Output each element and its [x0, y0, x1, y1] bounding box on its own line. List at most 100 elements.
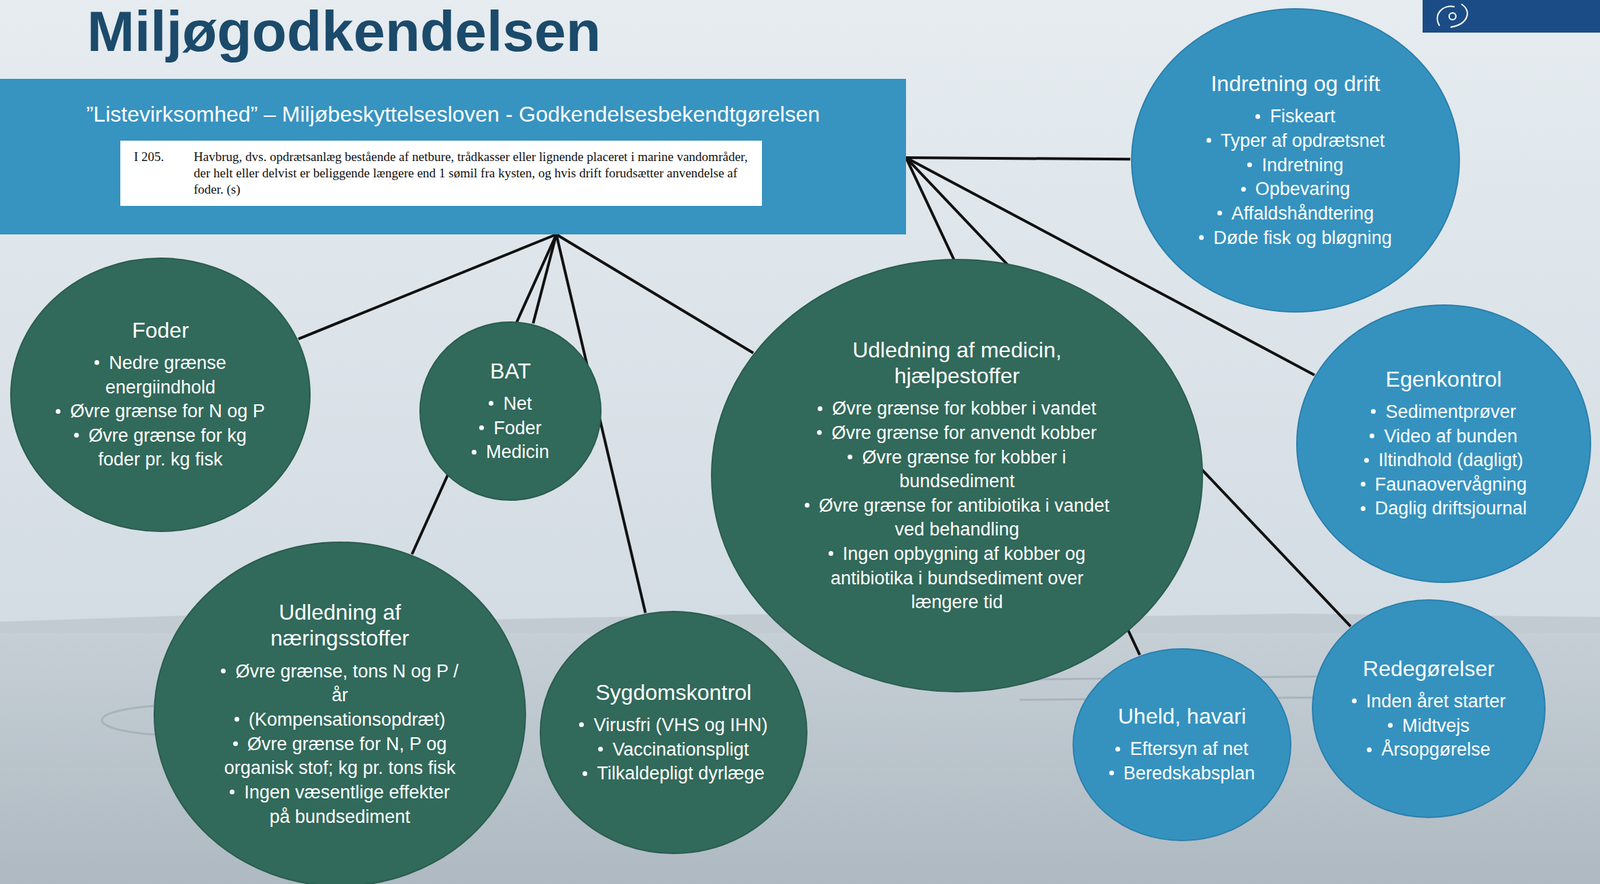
logo-swirl — [1449, 12, 1456, 20]
topic-circle: BATNetFoderMedicin — [418, 320, 603, 502]
bullet-text: Virusfri (VHS og IHN) — [593, 715, 768, 736]
bullet-text: Midtvejs — [1402, 715, 1470, 737]
bullet-item: Medicin — [464, 440, 557, 465]
circle-heading: Foder — [55, 317, 267, 344]
bullet-dot — [579, 722, 584, 728]
bullet-text: Øvre grænse for anvendt kobber — [831, 422, 1097, 444]
connector — [556, 234, 754, 354]
bullet-dot — [1206, 137, 1212, 143]
bullet-dot — [1360, 506, 1366, 512]
bullet-dot — [804, 502, 810, 508]
bullet-text: Daglig driftsjournal — [1375, 498, 1528, 519]
bullet-dot — [74, 432, 79, 438]
circle-outline — [10, 258, 310, 532]
bullet-dot — [828, 551, 834, 556]
bullet-text: Video af bunden — [1383, 426, 1518, 447]
circle-heading: Egenkontrol — [1354, 366, 1533, 393]
bullet-dot — [1247, 162, 1252, 168]
bullet-dot — [234, 717, 240, 722]
circle-content: BATNetFoderMedicin — [464, 358, 557, 465]
bullet-dot — [1366, 747, 1372, 753]
band-heading-wrap: ”Listevirksomhed” – Miljøbeskyttelseslov… — [0, 78, 907, 128]
bullet-text: Iltindhold (dagligt) — [1378, 449, 1524, 471]
circle-outline — [154, 542, 526, 884]
bullet-item: (Kompensationsopdræt) — [218, 708, 462, 733]
bullet-item: Ingen opbygning af kobber og antibiotika… — [796, 542, 1118, 616]
topic-circle: Uheld, havariEftersyn af netBeredskabspl… — [1071, 647, 1293, 843]
heading-text: Uheld, havari — [1118, 704, 1247, 729]
bullet-item: Øvre grænse for kobber i vandet — [796, 396, 1118, 422]
bullet-item: Øvre grænse for kobber i bundsediment — [796, 445, 1118, 495]
circle-outline — [1131, 8, 1460, 312]
circle-heading: Uheld, havari — [1099, 703, 1265, 730]
bullet-item: Beredskabsplan — [1099, 761, 1265, 787]
bullet-dot — [1198, 235, 1204, 240]
bullet-item: Fiskeart — [1196, 104, 1395, 130]
circle-heading: Indretning og drift — [1196, 70, 1395, 97]
bullet-item: Nedre grænse energiindhold — [55, 351, 267, 400]
heading-text: Indretning og drift — [1210, 71, 1380, 96]
topic-circle: FoderNedre grænse energiindholdØvre græn… — [9, 256, 312, 533]
bullet-dot — [1351, 698, 1357, 704]
bullet-text: Eftersyn af net — [1129, 738, 1248, 760]
bullet-item: Typer af opdrætsnet — [1196, 129, 1395, 154]
bullet-text: Tilkaldepligt dyrlæge — [596, 763, 765, 784]
circle-content: Udledning af næringsstofferØvre grænse, … — [218, 599, 462, 830]
circle-content: Indretning og driftFiskeartTyper af opdr… — [1196, 70, 1395, 251]
topic-circle: Indretning og driftFiskeartTyper af opdr… — [1130, 7, 1461, 314]
bullet-text: Inden året starter — [1366, 691, 1507, 712]
bullet-item: Eftersyn af net — [1099, 737, 1265, 762]
bullet-item: Iltindhold (dagligt) — [1354, 448, 1533, 474]
bullet-dot — [1255, 114, 1261, 119]
bullet-item: Øvre grænse for anvendt kobber — [796, 421, 1118, 446]
bullet-text: Døde fisk og bløgning — [1213, 227, 1393, 249]
circle-heading: Sygdomskontrol — [566, 679, 782, 706]
bullet-dot — [1360, 481, 1366, 487]
bullet-item: Net — [464, 392, 557, 417]
bullet-item: Sedimentprøver — [1354, 400, 1533, 425]
heading-text: Udledning af næringsstoffer — [270, 600, 410, 651]
bullet-text: Øvre grænse for kg foder pr. kg fisk — [88, 425, 247, 471]
bullet-dot — [1115, 746, 1121, 752]
bullet-item: Øvre grænse for kg foder pr. kg fisk — [55, 424, 267, 473]
bullet-dot — [1364, 458, 1369, 463]
circle-outline — [1073, 649, 1291, 841]
bullet-dot — [1370, 409, 1376, 414]
heading-text: Egenkontrol — [1385, 367, 1503, 392]
bullet-item: Faunaovervågning — [1354, 473, 1533, 498]
topic-circle: Udledning af medicin, hjælpestofferØvre … — [710, 258, 1204, 694]
bullet-text: Affaldshåndtering — [1231, 203, 1375, 224]
bullet-dot — [1387, 723, 1393, 728]
bullet-text: Øvre grænse for N og P — [70, 401, 266, 422]
bullet-item: Midtvejs — [1334, 714, 1524, 739]
header-band: ”Listevirksomhed” – Miljøbeskyttelseslov… — [0, 78, 907, 235]
bullet-item: Inden året starter — [1334, 689, 1524, 715]
bullet-dot — [488, 401, 494, 406]
circle-heading: BAT — [464, 358, 557, 385]
law-text: Havbrug, dvs. opdrætsanlæg bestående af … — [193, 148, 752, 198]
heading-text: Redegørelser — [1362, 656, 1495, 682]
bullet-text: Opbevaring — [1255, 178, 1351, 200]
circle-content: Udledning af medicin, hjælpestofferØvre … — [796, 337, 1118, 616]
bullet-text: Sedimentprøver — [1385, 401, 1516, 423]
bullet-text: Typer af opdrætsnet — [1220, 130, 1386, 151]
circle-content: Uheld, havariEftersyn af netBeredskabspl… — [1099, 703, 1265, 787]
heading-text: Sygdomskontrol — [595, 680, 752, 705]
bullet-item: Daglig driftsjournal — [1354, 496, 1533, 522]
band-heading-row: ”Listevirksomhed” – Miljøbeskyttelseslov… — [0, 101, 907, 128]
bullet-dot — [229, 789, 235, 795]
circle-content: EgenkontrolSedimentprøverVideo af bunden… — [1354, 366, 1533, 523]
bullet-dot — [479, 425, 484, 431]
bullet-text: Indretning — [1261, 154, 1344, 176]
circle-outline — [711, 259, 1203, 692]
bullet-item: Indretning — [1196, 153, 1395, 179]
circle-outline — [1296, 305, 1591, 583]
circle-content: FoderNedre grænse energiindholdØvre græn… — [55, 317, 267, 474]
bullet-dot — [582, 771, 588, 777]
bullet-text: Øvre grænse, tons N og P / år — [235, 661, 459, 707]
bullet-text: Vaccinationspligt — [612, 739, 750, 760]
bullet-item: Ingen væsentlige effekter på bundsedimen… — [218, 780, 462, 830]
topic-circle: SygdomskontrolVirusfri (VHS og IHN) Vacci… — [538, 610, 809, 856]
bullet-text: Årsopgørelse — [1381, 739, 1491, 760]
